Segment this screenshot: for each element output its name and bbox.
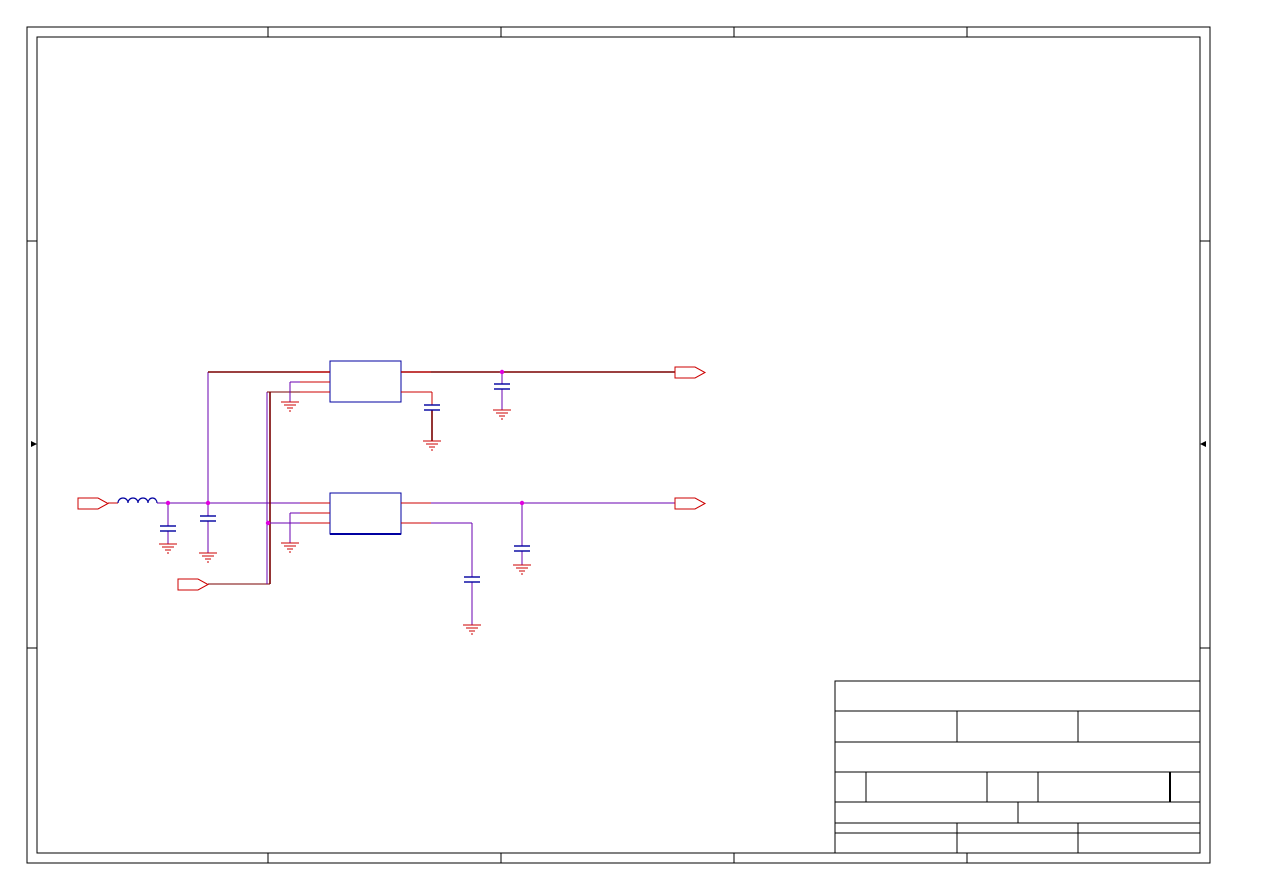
regulator-u1[interactable] bbox=[300, 360, 431, 403]
ground-symbol bbox=[463, 624, 481, 635]
inductor-l1[interactable] bbox=[117, 497, 158, 504]
power-ports bbox=[77, 366, 707, 591]
input-port[interactable] bbox=[77, 497, 110, 510]
right-center-arrow bbox=[1200, 441, 1206, 447]
capacitor-c4[interactable] bbox=[494, 383, 510, 390]
left-center-arrow bbox=[31, 441, 37, 447]
capacitor-c2[interactable] bbox=[200, 515, 216, 522]
capacitor-c6[interactable] bbox=[514, 545, 530, 552]
enable-port[interactable] bbox=[177, 578, 210, 591]
drawing-frame bbox=[26, 26, 1211, 864]
ground-symbols bbox=[159, 401, 531, 635]
ground-symbol bbox=[493, 409, 511, 420]
capacitor-c5[interactable] bbox=[464, 576, 480, 583]
junctions bbox=[165, 369, 525, 526]
junction-dot bbox=[265, 520, 271, 526]
junction-dot bbox=[499, 369, 505, 375]
junction-dot bbox=[165, 500, 171, 506]
regulator-u2[interactable] bbox=[300, 492, 431, 535]
capacitor-c3[interactable] bbox=[424, 404, 440, 411]
ground-symbol bbox=[281, 401, 299, 412]
ground-symbol bbox=[159, 543, 177, 554]
output-port-2[interactable] bbox=[674, 497, 707, 510]
title-block bbox=[834, 680, 1201, 854]
ground-symbol bbox=[513, 564, 531, 575]
junction-dot bbox=[519, 500, 525, 506]
ground-symbol bbox=[281, 542, 299, 553]
capacitor-c1[interactable] bbox=[160, 525, 176, 532]
ground-symbol bbox=[199, 552, 217, 563]
junction-dot bbox=[205, 500, 211, 506]
ground-symbol bbox=[423, 440, 441, 451]
output-port-1[interactable] bbox=[674, 366, 707, 379]
capacitors bbox=[160, 383, 530, 583]
